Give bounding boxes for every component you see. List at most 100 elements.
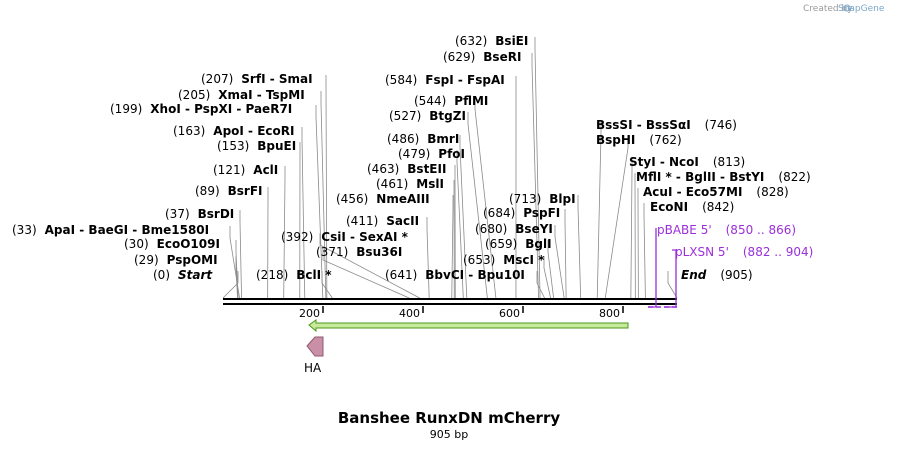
site-leader-line xyxy=(235,256,238,299)
feature-ha-label: HA xyxy=(304,361,322,375)
site-leader-lines xyxy=(222,37,678,299)
site-leader-line xyxy=(564,209,567,299)
site-position: (842) xyxy=(702,200,734,214)
restriction-site-label: MflI * - BglII - BstYI(822) xyxy=(636,170,811,184)
restriction-site-label: (411)SacII xyxy=(346,214,419,228)
site-leader-line xyxy=(301,127,306,299)
restriction-site-label: (653)MscI * xyxy=(463,253,545,267)
site-name: ApaI - BaeGI - Bme1580I xyxy=(45,223,209,237)
restriction-site-label: (461)MslI xyxy=(376,177,444,191)
restriction-site-label: EcoNI(842) xyxy=(650,200,734,214)
site-position: (37) xyxy=(165,207,190,221)
site-leader-line xyxy=(543,256,551,299)
primer-pbabe-leader xyxy=(648,228,657,308)
feature-ha: HA xyxy=(304,336,324,375)
site-leader-line xyxy=(667,271,678,299)
restriction-site-label: (544)PflMI xyxy=(414,94,488,108)
site-leader-line xyxy=(451,195,454,299)
primer-pbabe-label: pBABE 5'(850 .. 866) xyxy=(657,223,796,237)
restriction-site-label: BspHI (762) xyxy=(596,133,682,147)
restriction-site-label: (486) BmrI xyxy=(387,132,459,146)
ha-feature-arrow-shape xyxy=(306,336,324,357)
tick-label: 800 xyxy=(599,307,620,320)
snapgene-logo-icon xyxy=(843,4,851,12)
primer-plxsn-leader xyxy=(664,249,677,308)
primer-plxsn-name: pLXSN 5' xyxy=(675,245,729,259)
restriction-site-label: (163) ApoI - EcoRI xyxy=(173,124,294,138)
site-position: (163) xyxy=(173,124,205,138)
primer-labels: pBABE 5'(850 .. 866) pLXSN 5' (882 .. 904… xyxy=(657,223,813,259)
site-name: BseRI xyxy=(483,50,521,64)
site-leader-line xyxy=(604,136,629,299)
site-name: BpuEI xyxy=(257,139,296,153)
site-leader-line xyxy=(319,233,420,299)
site-position: (456) xyxy=(336,192,368,206)
map-length: 905 bp xyxy=(430,428,468,441)
site-position: (629) xyxy=(443,50,475,64)
site-position: (218) xyxy=(256,268,288,282)
site-position: (632) xyxy=(455,34,487,48)
site-position: (813) xyxy=(713,155,745,169)
site-name: BstEII xyxy=(407,162,446,176)
site-name: XmaI - TspMI xyxy=(218,88,304,102)
site-name: PfoI xyxy=(438,147,465,161)
site-position: (713) xyxy=(509,192,541,206)
restriction-site-label: (121)AclI xyxy=(213,163,278,177)
site-leader-line xyxy=(534,37,541,299)
restriction-site-label: (584)FspI - FspAI xyxy=(385,73,505,87)
site-leader-line xyxy=(643,203,646,299)
site-position: (641) xyxy=(385,268,417,282)
site-name: FspI - FspAI xyxy=(425,73,504,87)
map-title-block: Banshee RunxDN mCherry 905 bp xyxy=(338,409,561,441)
site-name: CsiI - SexAI * xyxy=(321,230,408,244)
site-name: BspHI xyxy=(596,133,635,147)
site-name: BmrI xyxy=(427,132,459,146)
site-name: AcuI - Eco57MI xyxy=(643,185,742,199)
site-position: (0) xyxy=(153,268,170,282)
site-leader-line xyxy=(577,195,582,299)
site-leader-line xyxy=(321,271,333,299)
site-leader-line xyxy=(325,75,328,299)
site-name: NmeAIII xyxy=(376,192,429,206)
restriction-site-label: (37)BsrDI xyxy=(165,207,234,221)
site-position: (527) xyxy=(389,109,421,123)
restriction-site-label: StyI - NcoI(813) xyxy=(629,155,745,169)
site-position: (659) xyxy=(485,237,517,251)
site-position: (653) xyxy=(463,253,495,267)
site-position: (486) xyxy=(387,132,419,146)
ruler: 200 400 600 800 xyxy=(299,306,624,320)
site-name: BglI xyxy=(525,237,551,251)
restriction-site-label: (629) BseRI xyxy=(443,50,521,64)
site-name: PflMI xyxy=(454,94,488,108)
site-position: (199) xyxy=(110,102,142,116)
site-name: BssSI - BssSαI xyxy=(596,118,691,132)
site-position: (762) xyxy=(649,133,681,147)
restriction-site-label: (207)SrfI - SmaI xyxy=(201,72,313,86)
primer-marks xyxy=(648,228,677,308)
restriction-site-label: (463)BstEII xyxy=(367,162,446,176)
site-name: MflI * - BglII - BstYI xyxy=(636,170,764,184)
site-position: (205) xyxy=(178,88,210,102)
site-leader-line xyxy=(474,97,497,299)
site-position: (89) xyxy=(195,184,220,198)
site-leader-line xyxy=(283,166,286,299)
site-name: ApoI - EcoRI xyxy=(213,124,294,138)
tick-label: 600 xyxy=(499,307,520,320)
restriction-site-label: End(905) xyxy=(681,268,753,282)
site-leader-line xyxy=(459,135,468,299)
site-labels: (33)ApaI - BaeGI - Bme1580I(30)EcoO109I(… xyxy=(12,34,811,282)
site-name: BbvCI - Bpu10I xyxy=(425,268,525,282)
restriction-site-label: (479)PfoI xyxy=(398,147,465,161)
orf-feature-arrow xyxy=(308,319,629,333)
site-name: BclI * xyxy=(296,268,332,282)
site-position: (828) xyxy=(756,185,788,199)
site-position: (746) xyxy=(705,118,737,132)
tick-label: 400 xyxy=(399,307,420,320)
site-leader-line xyxy=(554,225,565,299)
restriction-site-label: (713)BlpI xyxy=(509,192,576,206)
primer-pbabe-name: pBABE 5' xyxy=(657,223,712,237)
site-name: SacII xyxy=(386,214,419,228)
site-name: BseYI xyxy=(515,222,553,236)
primer-plxsn-range: (882 .. 904) xyxy=(743,245,813,259)
